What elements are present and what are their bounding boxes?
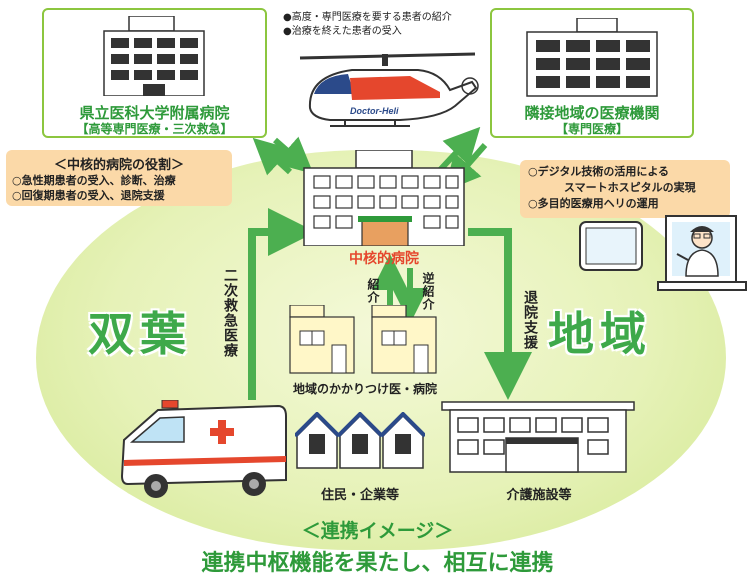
- footer-subtitle: 連携中枢機能を果たし、相互に連携: [201, 551, 554, 576]
- arrow-discharge: [468, 228, 532, 400]
- arrow-secondary-emergency: [248, 208, 316, 400]
- doctor-heli-illustration: Doctor-Heli: [299, 52, 479, 127]
- ambulance-icon: [120, 400, 287, 498]
- footer-title: ＜連携イメージ＞: [301, 520, 454, 542]
- clinics-icon: [289, 305, 437, 374]
- note-acceptance: ●治療を終えた患者の受入: [283, 26, 402, 37]
- top-notes: ●高度・専門医療を要する患者の紹介 ●治療を終えた患者の受入: [283, 11, 452, 39]
- univ-hospital-role: 【高等専門医療・三次救急】: [76, 122, 233, 136]
- reverse-referral-label: 逆紹介: [421, 272, 435, 311]
- discharge-label: 退院支援: [522, 290, 538, 350]
- core-hospital-icon: [303, 150, 465, 246]
- residents-houses-icon: [295, 412, 425, 469]
- univ-hospital-icon: [103, 16, 205, 96]
- univ-hospital-box: 県立医科大学附属病院 【高等専門医療・三次救急】: [42, 8, 267, 138]
- digital-item: ○デジタル技術の活用による: [528, 165, 670, 178]
- telemedicine-devices-icon: [579, 215, 747, 291]
- core-role-title: ＜中核的病院の役割＞: [53, 158, 184, 173]
- care-label: 介護施設等: [506, 488, 572, 503]
- secondary-emergency-label: 二次救急医療: [222, 268, 238, 358]
- residents-label: 住民・企業等: [320, 488, 399, 503]
- neighbor-hospital-box: 隣接地域の医療機関 【専門医療】: [490, 8, 694, 138]
- region-word-chiiki: 地域: [548, 307, 652, 361]
- core-hospital-label: 中核的病院: [349, 251, 419, 267]
- doctor-heli-text: Doctor-Heli: [350, 106, 399, 116]
- digital-callout: ○デジタル技術の活用による スマートホスピタルの実現 ○多目的医療用ヘリの運用: [520, 160, 730, 218]
- core-role-callout: ＜中核的病院の役割＞ ○急性期患者の受入、診断、治療 ○回復期患者の受入、退院支…: [6, 150, 232, 206]
- clinic-label: 地域のかかりつけ医・病院: [292, 382, 438, 396]
- core-role-item: ○回復期患者の受入、退院支援: [12, 189, 165, 202]
- note-referral: ●高度・専門医療を要する患者の紹介: [283, 12, 452, 23]
- referral-label: 紹介: [366, 278, 380, 304]
- univ-hospital-name: 県立医科大学附属病院: [79, 104, 230, 122]
- neighbor-hospital-role: 【専門医療】: [555, 122, 628, 136]
- core-role-item: ○急性期患者の受入、診断、治療: [12, 174, 176, 187]
- care-facility-icon: [441, 401, 635, 473]
- arrow-to-univ-from-core: [252, 137, 293, 176]
- neighbor-hospital-name: 隣接地域の医療機関: [524, 104, 660, 122]
- digital-item: スマートホスピタルの実現: [564, 181, 696, 194]
- region-word-futaba: 双葉: [88, 307, 192, 361]
- digital-item: ○多目的医療用ヘリの運用: [528, 197, 659, 210]
- neighbor-hospital-icon: [526, 18, 658, 97]
